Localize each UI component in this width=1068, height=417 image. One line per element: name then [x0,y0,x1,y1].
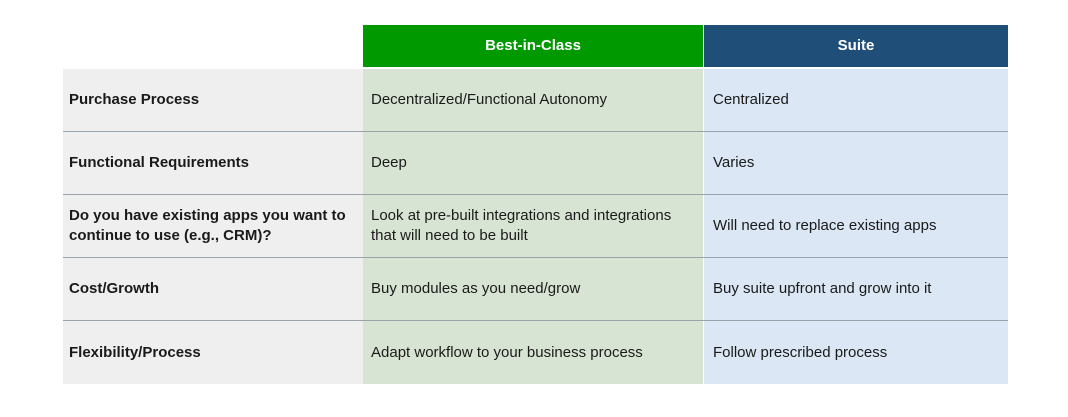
best-in-class-cell: Buy modules as you need/grow [363,258,703,320]
suite-cell: Will need to replace existing apps [703,195,1008,257]
suite-cell: Varies [703,132,1008,194]
table-row: Do you have existing apps you want to co… [63,195,1008,258]
table-row: Flexibility/Process Adapt workflow to yo… [63,321,1008,384]
table-header-row: Best-in-Class Suite [63,25,1008,69]
best-in-class-cell: Adapt workflow to your business process [363,321,703,384]
best-in-class-cell: Decentralized/Functional Autonomy [363,69,703,131]
header-best-in-class: Best-in-Class [363,25,703,69]
criterion-cell: Flexibility/Process [63,321,363,384]
table-row: Purchase Process Decentralized/Functiona… [63,69,1008,132]
best-in-class-cell: Look at pre-built integrations and integ… [363,195,703,257]
suite-cell: Centralized [703,69,1008,131]
comparison-table: Best-in-Class Suite Purchase Process Dec… [63,25,1008,384]
best-in-class-cell: Deep [363,132,703,194]
table-row: Functional Requirements Deep Varies [63,132,1008,195]
header-empty-cell [63,25,363,69]
header-suite: Suite [703,25,1008,69]
table-row: Cost/Growth Buy modules as you need/grow… [63,258,1008,321]
criterion-cell: Purchase Process [63,69,363,131]
criterion-cell: Do you have existing apps you want to co… [63,195,363,257]
suite-cell: Follow prescribed process [703,321,1008,384]
criterion-cell: Functional Requirements [63,132,363,194]
suite-cell: Buy suite upfront and grow into it [703,258,1008,320]
criterion-cell: Cost/Growth [63,258,363,320]
